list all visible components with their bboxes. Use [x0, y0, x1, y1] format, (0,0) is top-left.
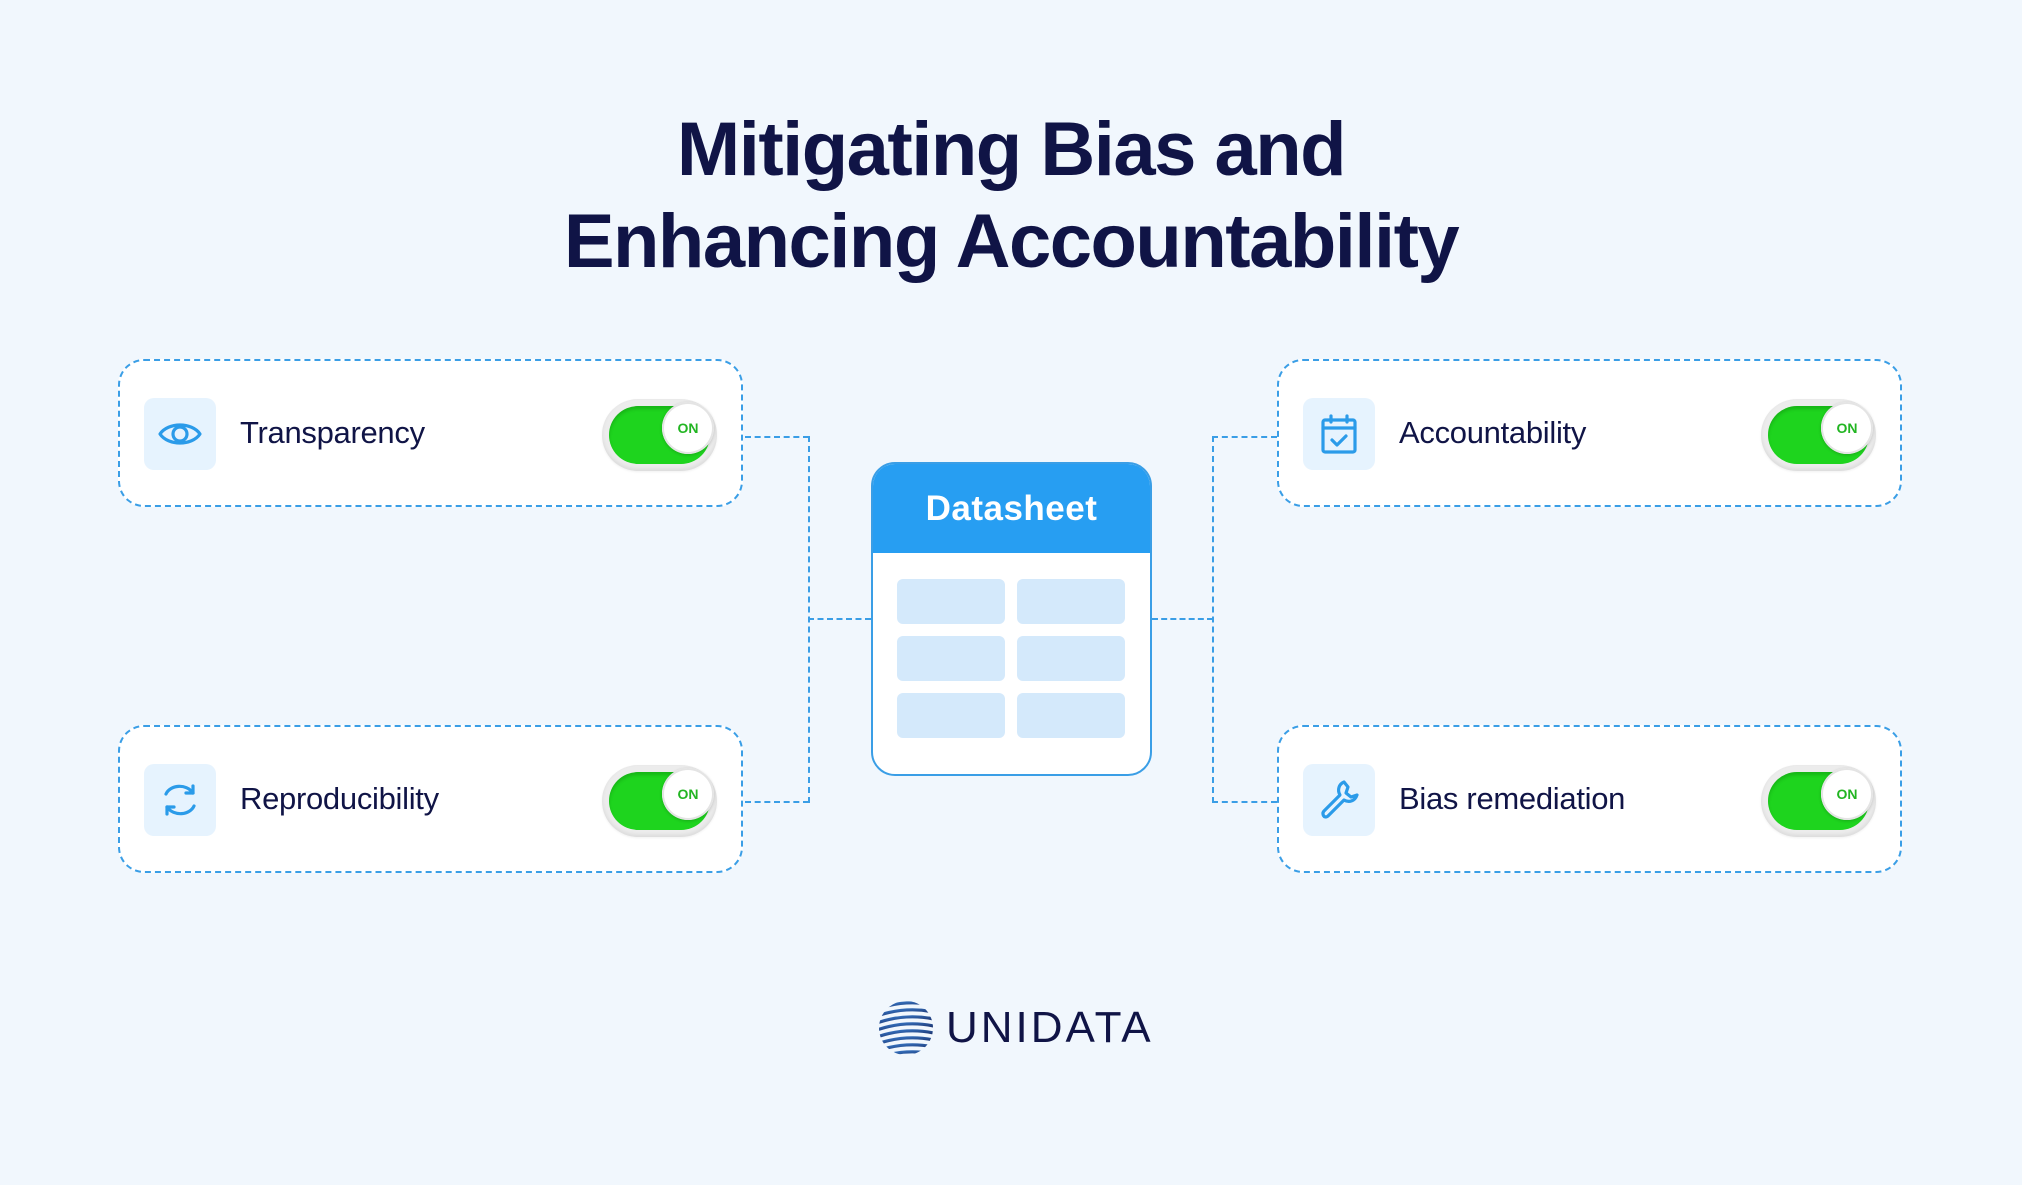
connector-right-mid	[1152, 618, 1213, 620]
card-label: Reproducibility	[240, 781, 439, 816]
card-accountability: Accountability ON	[1277, 359, 1902, 507]
toggle-knob: ON	[662, 402, 714, 454]
connector-right-bottom	[1212, 801, 1277, 803]
connector-left-mid	[808, 618, 871, 620]
connector-right-top	[1212, 436, 1277, 438]
datasheet-cell	[897, 636, 1005, 681]
connector-left-top	[745, 436, 809, 438]
datasheet-cell	[1017, 693, 1125, 738]
card-label: Transparency	[240, 415, 425, 450]
eye-icon	[144, 398, 216, 470]
refresh-icon	[144, 764, 216, 836]
datasheet-cell	[1017, 579, 1125, 624]
connector-right-vertical	[1212, 436, 1214, 803]
title-line-2: Enhancing Accountability	[563, 199, 1460, 284]
datasheet-cell	[897, 693, 1005, 738]
card-bias-remediation: Bias remediation ON	[1277, 725, 1902, 873]
page-title: Mitigating Bias and Enhancing Accountabi…	[0, 104, 2022, 288]
datasheet-title: Datasheet	[873, 464, 1150, 553]
datasheet-panel: Datasheet	[871, 462, 1152, 776]
connector-left-bottom	[745, 801, 809, 803]
calendar-check-icon	[1303, 398, 1375, 470]
card-reproducibility: Reproducibility ON	[118, 725, 743, 873]
brand-logo: UNIDATA	[878, 1000, 1154, 1056]
card-transparency: Transparency ON	[118, 359, 743, 507]
brand-wordmark: UNIDATA	[946, 1003, 1154, 1052]
title-line-1: Mitigating Bias and	[676, 107, 1347, 192]
wrench-icon	[1303, 764, 1375, 836]
datasheet-cell	[1017, 636, 1125, 681]
toggle-knob: ON	[1821, 402, 1873, 454]
datasheet-grid	[897, 579, 1125, 738]
datasheet-cell	[897, 579, 1005, 624]
toggle-switch[interactable]: ON	[602, 765, 717, 837]
card-label: Bias remediation	[1399, 781, 1626, 816]
toggle-switch[interactable]: ON	[1761, 765, 1876, 837]
toggle-switch[interactable]: ON	[602, 399, 717, 471]
toggle-knob: ON	[1821, 768, 1873, 820]
toggle-switch[interactable]: ON	[1761, 399, 1876, 471]
card-label: Accountability	[1399, 415, 1587, 450]
globe-icon	[879, 1001, 933, 1055]
toggle-knob: ON	[662, 768, 714, 820]
